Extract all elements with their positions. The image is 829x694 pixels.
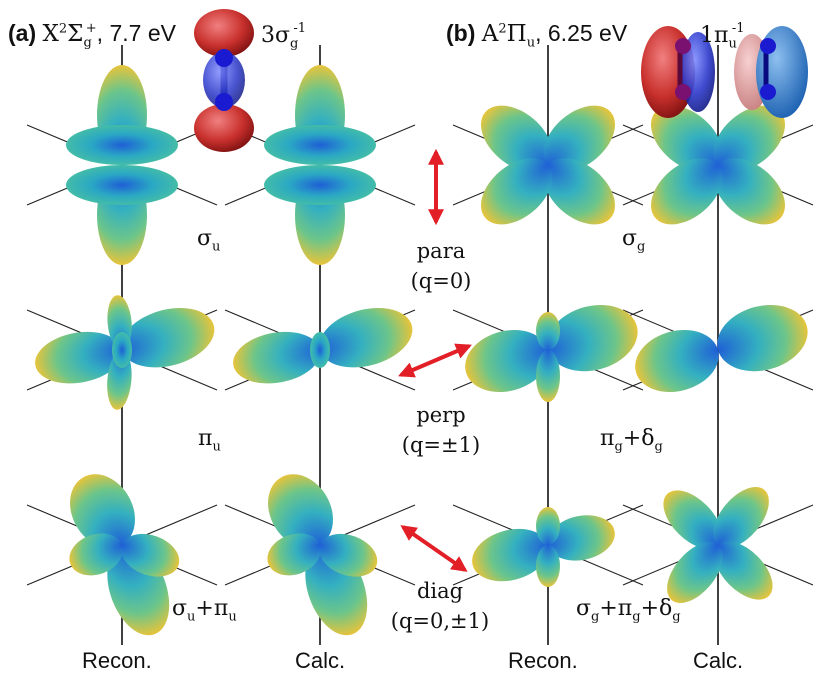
pol-para-q: (q=0)	[410, 269, 472, 293]
lobe-b-r2-c3-1	[713, 486, 769, 548]
lobe-b-r1-c2-up	[536, 312, 560, 350]
lobe-b-r2-c3-0	[663, 490, 722, 549]
lobe-b-r0-c2-2	[543, 158, 615, 225]
core-a-r1-c1	[310, 332, 330, 368]
lobe-a-r2-c1-l	[267, 533, 321, 576]
lobes-layer	[35, 65, 808, 636]
label-a-row3: σu+πu	[172, 596, 237, 625]
pol-perp-q: (q=±1)	[401, 433, 481, 457]
col-recon-b: Recon.	[508, 648, 578, 673]
core-a-r1-c0	[112, 332, 132, 368]
pol-perp-name: perp	[416, 403, 466, 427]
torus-a-r0-c1-top	[264, 125, 376, 165]
panel-a-state-sub: g	[83, 35, 92, 51]
lobe-a-r1-c1-left	[233, 331, 321, 384]
lobe-b-r2-c2-up	[536, 507, 560, 545]
panel-a-state: X	[42, 21, 59, 47]
lobe-b-r0-c2-0	[481, 105, 553, 172]
lobe-b-r1-c3-right	[717, 304, 808, 372]
lobe-b-r2-c2-down	[536, 545, 560, 587]
orbital-1pi-icon	[641, 26, 808, 118]
lobe-a-r1-c0-left	[35, 331, 123, 384]
lobe-b-r0-c3-1	[713, 105, 785, 172]
lobe-b-r2-c2-l	[472, 528, 549, 582]
lobe-b-r0-c2-1	[543, 105, 615, 172]
pol-diag: diag (q=0,±1)	[381, 576, 499, 636]
lobe-a-r1-c0-right	[121, 307, 215, 368]
pol-diag-q: (q=0,±1)	[390, 609, 490, 633]
torus-a-r0-c1-bottom	[264, 165, 376, 205]
lobe-a-r1-c1-right	[319, 307, 413, 368]
panel-b-state: A	[481, 21, 499, 47]
polarization-arrows	[398, 148, 472, 572]
panel-a-state-sym: Σ	[67, 21, 84, 47]
lobe-b-r0-c3-0	[651, 105, 723, 172]
orbital-3sigma-icon	[194, 9, 254, 152]
label-b-row3: σg+πg+δg	[576, 596, 681, 625]
lobe-b-r2-c3-3	[667, 542, 723, 604]
panel-b-orbital-label: 1πu-1	[700, 21, 745, 52]
panel-a-state-sup: 2	[58, 21, 68, 37]
lobe-a-r2-c0-l	[69, 533, 123, 576]
label-a-row1: σu	[197, 226, 221, 255]
panel-a-title: (a) X2Σg+, 7.7 eV	[8, 22, 176, 50]
torus-a-r0-c0-bottom	[66, 165, 178, 205]
label-b-row1: σg	[622, 226, 646, 255]
lobe-b-r0-c3-3	[651, 158, 723, 225]
pol-diag-name: diag	[416, 579, 464, 603]
lobe-b-r2-c2-r	[547, 515, 615, 561]
label-a-row2: πu	[198, 426, 221, 455]
perp-arrow	[398, 343, 472, 378]
lobe-b-r1-c3-left	[635, 330, 719, 392]
lobe-b-r0-c3-2	[713, 158, 785, 225]
lobe-b-r1-c2-down	[536, 350, 560, 402]
col-recon-a: Recon.	[82, 648, 152, 673]
pol-perp: perp (q=±1)	[391, 400, 491, 460]
diag-arrow	[400, 525, 468, 572]
panel-a-letter: (a)	[8, 20, 37, 46]
panel-a-energy: , 7.7 eV	[96, 20, 176, 46]
torus-a-r0-c0-top	[66, 125, 178, 165]
label-b-row2: πg+δg	[600, 426, 663, 455]
lobe-b-r1-c2-left	[465, 330, 549, 392]
lobe-a-r2-c0-ul	[70, 474, 135, 549]
panel-b-title: (b) A2Πu, 6.25 eV	[446, 20, 628, 51]
panel-b-letter: (b)	[446, 20, 476, 46]
panel-a-orbital-label: 3σg-1	[261, 21, 307, 52]
col-calc-b: Calc.	[693, 648, 744, 673]
panel-b-energy: , 6.25 eV	[535, 20, 628, 46]
panel-a-state-sup2: +	[85, 21, 97, 37]
lobe-a-r2-c1-r	[319, 533, 378, 577]
lobe-b-r1-c2-right	[547, 304, 638, 372]
lobe-b-r2-c3-2	[714, 541, 773, 600]
pol-para-name: para	[416, 239, 466, 263]
lobe-b-r0-c2-3	[481, 158, 553, 225]
lobe-a-r2-c0-r	[121, 533, 180, 577]
lobe-a-r2-c1-ul	[268, 474, 333, 549]
col-calc-a: Calc.	[295, 648, 346, 673]
pol-para: para (q=0)	[396, 236, 486, 296]
